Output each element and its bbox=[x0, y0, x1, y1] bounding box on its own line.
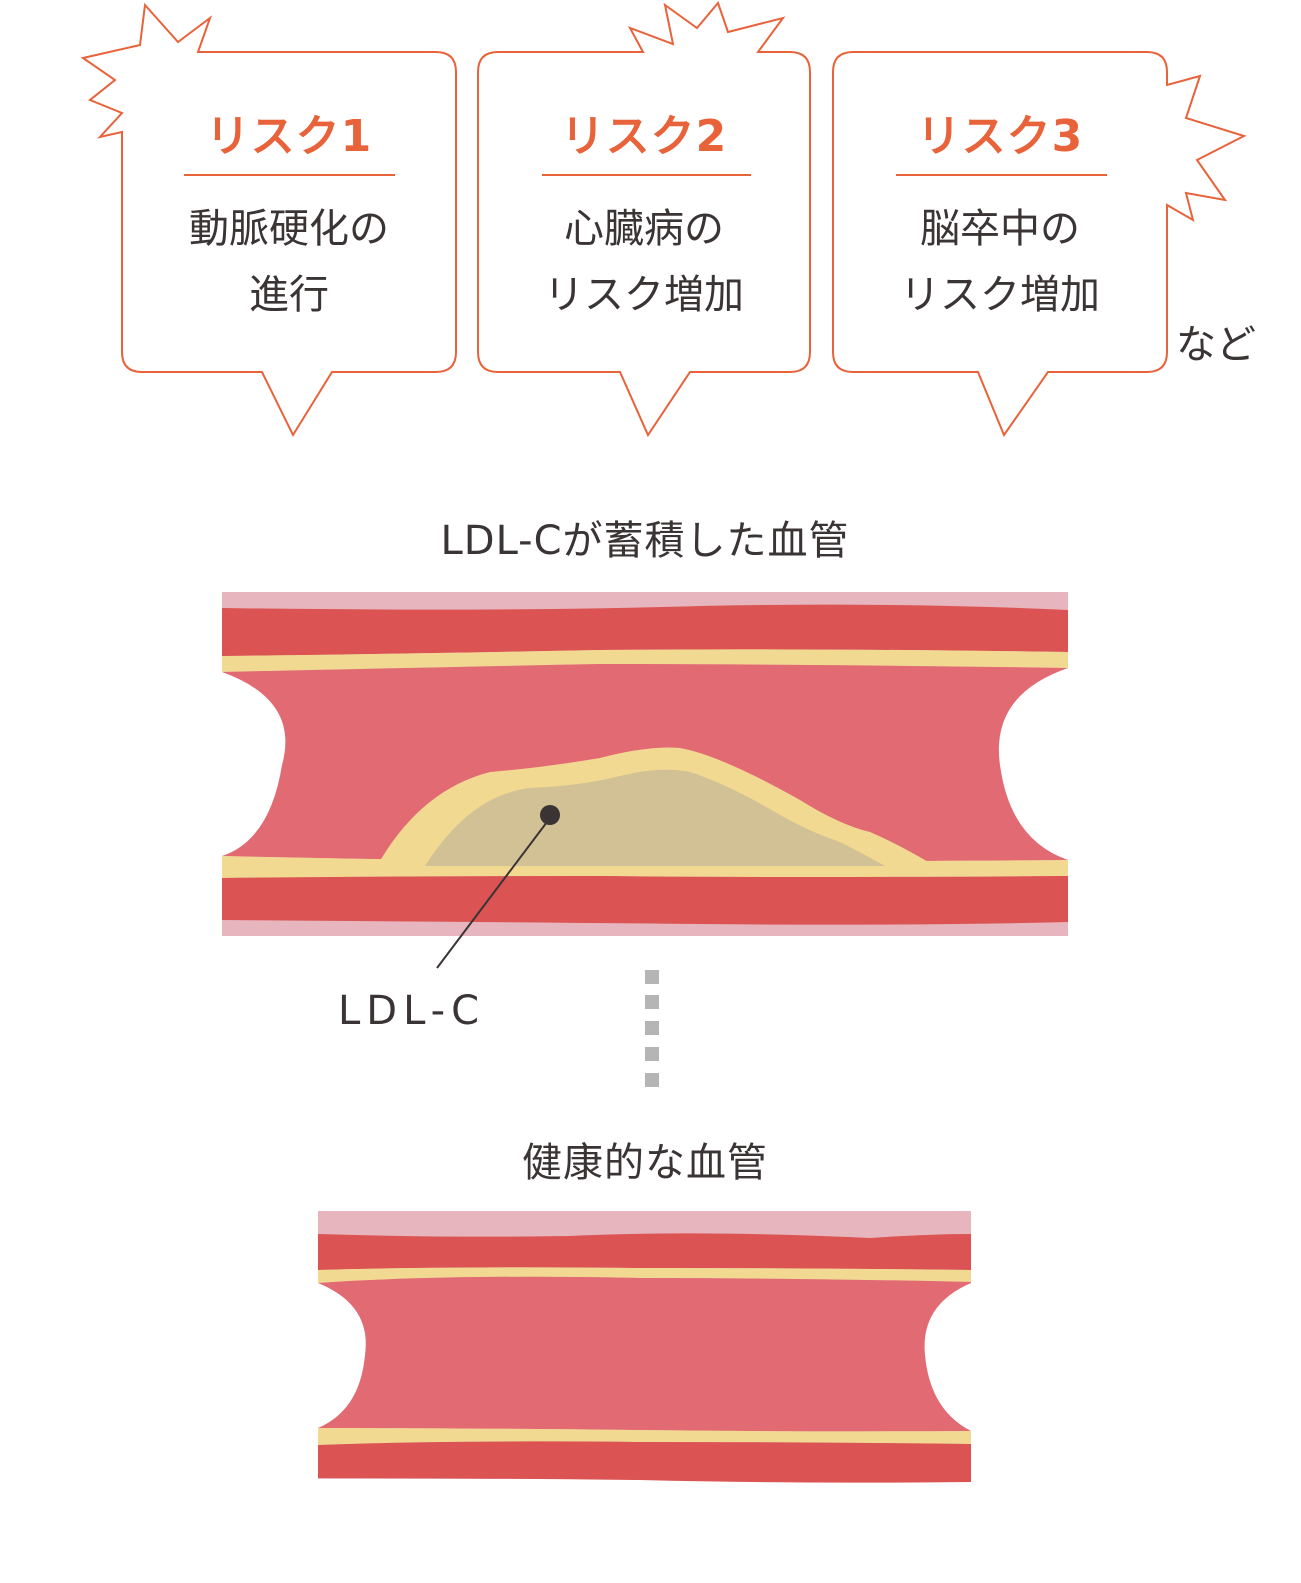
risk-2-line-1: 心臓病の bbox=[564, 206, 724, 252]
risks-etc-suffix: など bbox=[1176, 322, 1256, 368]
clogged-vessel-illustration bbox=[222, 592, 1068, 969]
healthy-vessel-illustration bbox=[318, 1211, 971, 1483]
ldl-c-label: LDL-C bbox=[338, 988, 486, 1034]
risk-2-body: 心臓病の リスク増加 bbox=[478, 196, 810, 328]
risk-1-body: 動脈硬化の 進行 bbox=[122, 196, 456, 328]
risk-1-line-2: 進行 bbox=[249, 272, 329, 318]
risk-2-line-2: リスク増加 bbox=[544, 272, 744, 318]
risk-3-title: リスク3 bbox=[916, 111, 1084, 162]
risk-3-line-1: 脳卒中の bbox=[920, 206, 1080, 252]
risk-3-body: 脳卒中の リスク増加 bbox=[833, 196, 1167, 328]
risk-2-title: リスク2 bbox=[560, 111, 728, 162]
risk-1-title: リスク1 bbox=[205, 111, 373, 162]
risk-1-line-1: 動脈硬化の bbox=[189, 206, 389, 252]
risk-bubble-2-outline bbox=[477, 1, 811, 438]
healthy-vessel-title: 健康的な血管 bbox=[522, 1140, 768, 1186]
risk-bubble-1-outline bbox=[80, 2, 457, 438]
clogged-vessel-title: LDL-Cが蓄積した血管 bbox=[440, 518, 850, 564]
connector-dotted-line bbox=[645, 970, 659, 1087]
risk-bubble-3-outline bbox=[832, 51, 1247, 438]
ldl-leader-line bbox=[436, 817, 551, 969]
ldl-marker-dot bbox=[540, 805, 560, 825]
risk-3-line-2: リスク増加 bbox=[900, 272, 1100, 318]
